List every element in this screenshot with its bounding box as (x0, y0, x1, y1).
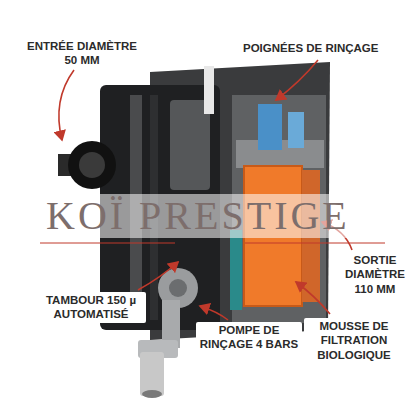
watermark-rule (245, 243, 385, 244)
leader-arrow (200, 306, 228, 320)
pump-pipe (142, 390, 162, 398)
callout-label: ENTRÉE DIAMÈTRE 50 MM (22, 38, 142, 69)
inlet (68, 141, 116, 189)
strip (230, 230, 242, 310)
watermark-rule (40, 243, 175, 244)
pump (169, 279, 187, 297)
callout-label: MOUSSE DE FILTRATION BIOLOGIQUE (304, 318, 404, 363)
pump-pipe (140, 352, 164, 396)
watermark: KOÏ PRESTIGE (42, 194, 354, 238)
leader-arrow (138, 262, 178, 290)
callout-label: TAMBOUR 150 µ AUTOMATISÉ (36, 292, 146, 323)
callout-label: POMPE DE RINÇAGE 4 BARS (196, 322, 302, 353)
callout-label: POIGNÉES DE RINÇAGE (240, 40, 381, 56)
pipe (204, 66, 214, 114)
leader-arrow (276, 60, 318, 100)
inlet (79, 152, 105, 178)
leader-arrow (296, 282, 330, 314)
callout-label: SORTIE DIAMÈTRE 110 MM (336, 252, 414, 297)
leader-arrow (59, 70, 74, 140)
rinse-handle (288, 112, 304, 148)
rinse-handle (258, 104, 282, 150)
